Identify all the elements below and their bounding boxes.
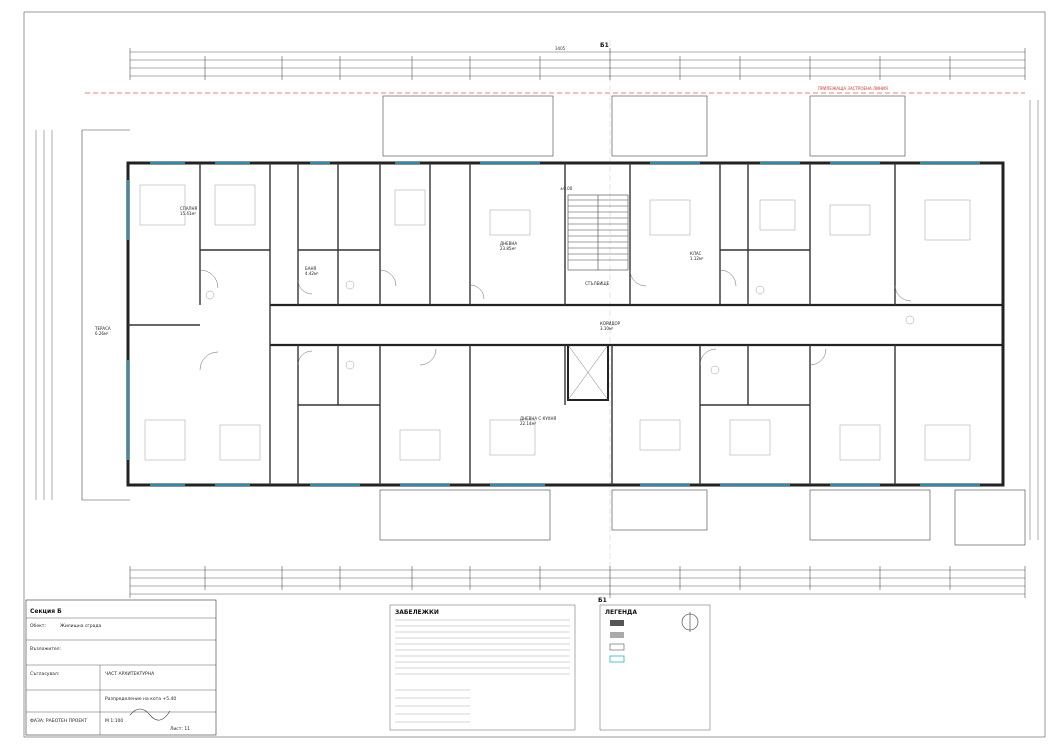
interior-walls (128, 163, 896, 485)
legend-block: ЛЕГЕНДА (599, 604, 711, 731)
property-line-label: ПРИЛЕЖАЩА ЗАСТРОЕНА ЛИНИЯ (818, 86, 888, 91)
furniture (139, 184, 971, 461)
room-area-2: 4.42м² (305, 271, 319, 276)
windows (127, 162, 980, 486)
legend-heading: ЛЕГЕНДА (605, 609, 637, 616)
notes-heading: ЗАБЕЛЕЖКИ (395, 609, 439, 616)
object-label: Обект: (30, 623, 46, 629)
bottom-dimension-lines (130, 569, 1025, 595)
corridor-walls (270, 303, 1003, 347)
room-area-4: 3.10м² (600, 326, 614, 331)
stair-core (567, 194, 629, 271)
room-area-6: 1.12м² (690, 256, 704, 261)
room-label-4: КОРИДОР (600, 321, 621, 326)
total-width-dimension: 3405 (555, 46, 566, 51)
terrace-outline (81, 95, 1026, 546)
room-label-1: ДНЕВНА (500, 241, 517, 246)
scale-label: М 1:100 (105, 718, 123, 724)
section-title: Секция Б (30, 608, 62, 615)
room-label-0: СПАЛНЯ (180, 206, 198, 211)
sheet-title: Разпределение на кота +5.40 (105, 696, 176, 702)
room-area-0: 15.41м² (180, 211, 196, 216)
right-dimension-lines (1029, 100, 1039, 540)
top-dimension-lines (130, 51, 1025, 77)
room-labels: СПАЛНЯ 15.41м² ДНЕВНА 23.85м² БАНЯ 4.42м… (94, 186, 704, 426)
room-label-6: КЛАС (690, 251, 702, 256)
top-dimension-ticks (129, 48, 1026, 80)
left-dimension-lines (35, 130, 53, 500)
sheet-number: Лист: 11 (170, 726, 190, 732)
level-mark: ±0.00 (560, 186, 573, 191)
elevator-shaft (567, 344, 609, 401)
notes-block: ЗАБЕЛЕЖКИ (389, 604, 576, 731)
door-swings (199, 269, 912, 371)
room-area-5: 22.14м² (520, 421, 536, 426)
grid-axis-top-label: Б1 (600, 42, 609, 49)
grid-axis-top: Б1 Б1 (598, 40, 611, 604)
sheet-border (23, 11, 1046, 738)
signature-mark (129, 708, 171, 721)
phase-label: ФАЗА: РАБОТЕН ПРОЕКТ (30, 718, 87, 724)
designer-label: Съгласувал: (30, 671, 59, 677)
room-label-3: ТЕРАСА (94, 326, 111, 331)
room-label-2: БАНЯ (305, 266, 316, 271)
room-area-3: 6.26м² (95, 331, 109, 336)
title-block: Секция Б Обект: Жилищна сграда Възложите… (25, 599, 217, 736)
room-label-5: ДНЕВНА С КУХНЯ (520, 416, 557, 421)
room-area-1: 23.85м² (500, 246, 516, 251)
bottom-dimension-ticks (129, 566, 1026, 598)
part-label: ЧАСТ АРХИТЕКТУРНА (105, 671, 155, 677)
room-label-7: СТЪЛБИЩЕ (585, 281, 610, 286)
grid-axis-bottom-label: Б1 (598, 597, 607, 604)
object-value: Жилищна сграда (60, 623, 102, 629)
assignor-label: Възложител: (30, 646, 61, 652)
